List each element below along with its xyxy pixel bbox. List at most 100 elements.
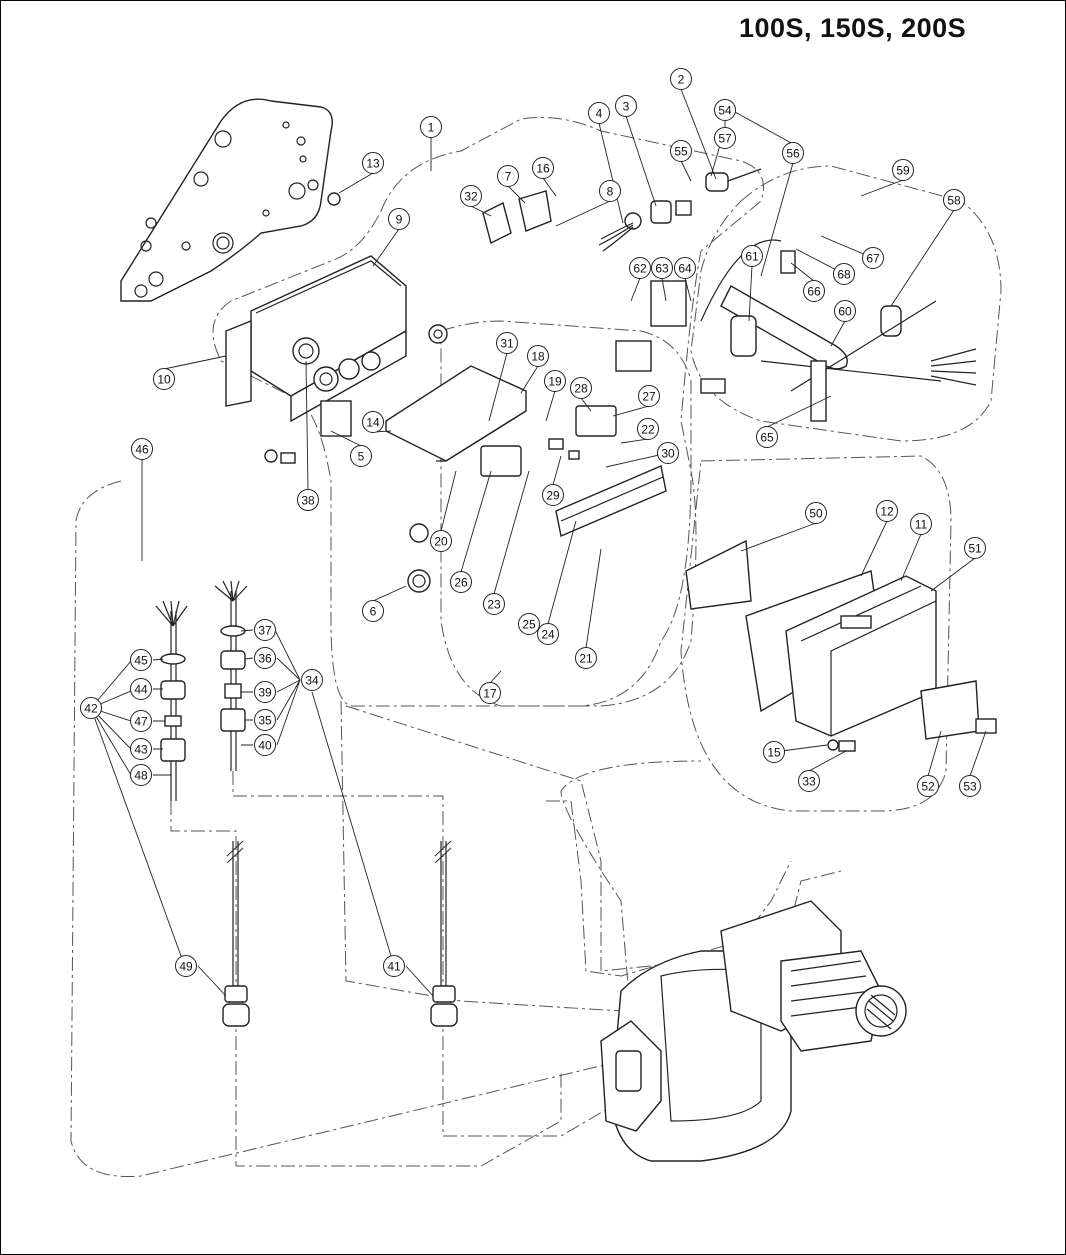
callout-circle	[80, 697, 102, 719]
callout-58: 58	[943, 189, 965, 211]
callout-circle	[532, 157, 554, 179]
callout-number: 24	[541, 628, 555, 642]
cable-49	[222, 840, 250, 1027]
callout-circle	[362, 600, 384, 622]
callout-circle	[130, 710, 152, 732]
callout-16: 16	[532, 157, 554, 179]
wire-harness-left	[155, 600, 188, 801]
callout-circle	[588, 102, 610, 124]
callout-number: 48	[134, 769, 148, 783]
callout-circle	[130, 738, 152, 760]
junction-box	[225, 255, 448, 464]
callout-55: 55	[670, 140, 692, 162]
callout-circle	[917, 775, 939, 797]
callout-circle	[651, 257, 673, 279]
callout-number: 13	[366, 157, 380, 171]
callout-number: 62	[633, 262, 647, 276]
callout-number: 8	[607, 185, 614, 199]
callout-circle	[130, 764, 152, 786]
callout-circle	[450, 571, 472, 593]
callout-number: 2	[678, 73, 685, 87]
callout-circle	[383, 955, 405, 977]
cable-41	[430, 840, 458, 1027]
callout-number: 29	[546, 489, 560, 503]
callout-number: 10	[157, 373, 171, 387]
callout-number: 9	[396, 213, 403, 227]
callout-circle	[479, 682, 501, 704]
callout-28: 28	[570, 377, 592, 399]
callout-36: 36	[254, 647, 276, 669]
callout-19: 19	[544, 370, 566, 392]
callout-1: 1	[420, 116, 442, 138]
callout-number: 33	[802, 775, 816, 789]
callout-46: 46	[131, 438, 153, 460]
group-outline-route-motor	[340, 700, 842, 1012]
callout-circle	[943, 189, 965, 211]
callout-number: 36	[258, 652, 272, 666]
callout-59: 59	[892, 159, 914, 181]
callout-number: 18	[531, 350, 545, 364]
callout-number: 58	[947, 194, 961, 208]
callout-number: 39	[258, 686, 272, 700]
callout-circle	[575, 647, 597, 669]
callout-53: 53	[959, 775, 981, 797]
callout-17: 17	[479, 682, 501, 704]
callout-number: 27	[642, 390, 656, 404]
callout-number: 11	[915, 518, 928, 532]
callout-13: 13	[362, 152, 384, 174]
callout-circle	[741, 245, 763, 267]
callout-circle	[599, 180, 621, 202]
callout-number: 38	[301, 494, 315, 508]
callout-68: 68	[833, 263, 855, 285]
callout-number: 31	[500, 337, 514, 351]
callout-circle	[388, 208, 410, 230]
callout-circle	[964, 537, 986, 559]
callout-63: 63	[651, 257, 673, 279]
callout-circle	[537, 623, 559, 645]
callout-circle	[460, 185, 482, 207]
callout-number: 45	[134, 654, 148, 668]
group-outline-route-left	[170, 801, 562, 1167]
wire-harness-right	[214, 580, 248, 771]
callout-circle	[862, 247, 884, 269]
callout-number: 3	[623, 100, 630, 114]
callout-number: 22	[641, 423, 655, 437]
motor-gearbox	[600, 900, 907, 1162]
callout-circle	[254, 619, 276, 641]
callout-circle	[175, 955, 197, 977]
callout-11: 11	[910, 513, 932, 535]
callout-circle	[544, 370, 566, 392]
callout-circle	[615, 95, 637, 117]
callout-number: 23	[487, 598, 501, 612]
callout-number: 20	[434, 535, 448, 549]
callout-31: 31	[496, 332, 518, 354]
callout-number: 63	[655, 262, 669, 276]
callout-26: 26	[450, 571, 472, 593]
callout-20: 20	[430, 530, 452, 552]
callout-number: 37	[258, 624, 272, 638]
callout-number: 5	[358, 450, 365, 464]
callout-9: 9	[388, 208, 410, 230]
callout-number: 21	[579, 652, 593, 666]
cable-gland-assembly	[482, 168, 762, 252]
callout-number: 65	[760, 431, 774, 445]
callout-22: 22	[637, 418, 659, 440]
callout-34: 34	[301, 669, 323, 691]
callout-47: 47	[130, 710, 152, 732]
callout-64: 64	[674, 257, 696, 279]
callout-50: 50	[805, 502, 827, 524]
callout-number: 4	[596, 107, 603, 121]
callout-circle	[674, 257, 696, 279]
callout-circle	[254, 681, 276, 703]
callout-number: 49	[179, 960, 193, 974]
callout-3: 3	[615, 95, 637, 117]
callout-circle	[362, 411, 384, 433]
callout-circle	[570, 377, 592, 399]
callout-number: 47	[134, 715, 148, 729]
callout-27: 27	[638, 385, 660, 407]
callout-circle	[876, 500, 898, 522]
callout-number: 64	[678, 262, 692, 276]
callout-circle	[763, 741, 785, 763]
callout-circle	[714, 99, 736, 121]
